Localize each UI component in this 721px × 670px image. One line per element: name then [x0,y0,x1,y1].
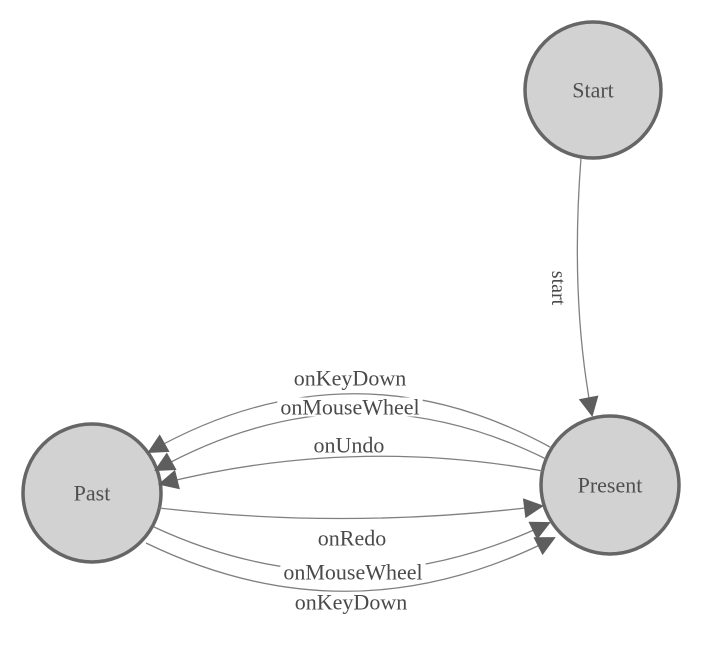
edge-label-group-present-to-past-onmousewheel: onMouseWheel [277,395,423,420]
edge-label-group-past-to-present-onredo: onRedo [314,526,390,551]
node-circle-start[interactable] [523,20,663,160]
edge-label-backdrop [280,562,426,582]
edge-label-backdrop [277,397,423,417]
edge-label-backdrop [291,592,411,612]
node-label-present: Present [578,473,643,498]
node-start[interactable]: Start [523,20,663,160]
edge-label-start-to-present: start [547,271,569,306]
node-label-past: Past [74,481,111,506]
node-label-start: Start [572,78,614,103]
edge-label-present-to-past-onmousewheel: onMouseWheel [280,395,419,420]
edge-label-backdrop [550,267,566,309]
edge-label-group-start-to-present: start [547,267,569,309]
edge-label-past-to-present-onmousewheel: onMouseWheel [283,560,422,585]
edge-label-backdrop [314,528,390,548]
edge-label-backdrop [290,368,410,388]
edge-present-to-past-onkeydown[interactable] [147,393,551,453]
edge-label-present-to-past-onundo: onUndo [314,433,385,458]
edge-past-to-present-onkeydown[interactable] [145,537,556,592]
node-circle-present[interactable] [539,414,681,556]
edge-label-past-to-present-onkeydown: onKeyDown [295,590,407,615]
node-present[interactable]: Present [539,414,681,556]
edge-label-group-present-to-past-onkeydown: onKeyDown [290,366,410,391]
edge-start-to-present[interactable] [576,157,599,417]
node-circle-past[interactable] [21,422,163,564]
edge-label-group-past-to-present-onmousewheel: onMouseWheel [280,560,426,585]
edge-present-to-past-onundo[interactable] [158,455,544,490]
edge-label-past-to-present-onredo: onRedo [318,526,386,551]
edge-past-to-present-onredo[interactable] [158,498,544,520]
node-past[interactable]: Past [21,422,163,564]
edge-label-backdrop [310,435,388,455]
edge-label-group-present-to-past-onundo: onUndo [310,433,388,458]
edge-label-group-past-to-present-onkeydown: onKeyDown [291,590,411,615]
edge-label-present-to-past-onkeydown: onKeyDown [294,366,406,391]
